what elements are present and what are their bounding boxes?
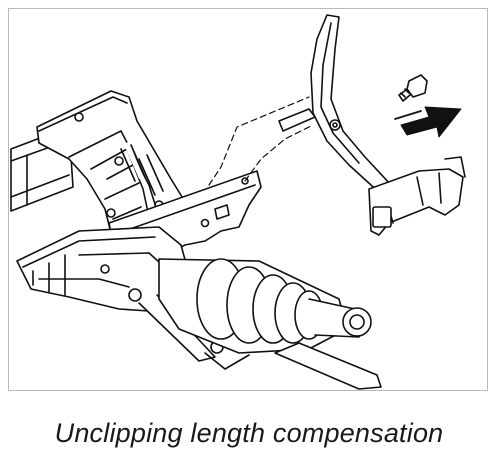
push-direction-arrow	[394, 106, 462, 138]
illustration-frame	[8, 8, 488, 391]
bolt-icon	[398, 74, 428, 102]
steering-column-illustration	[10, 14, 466, 390]
column-housing	[16, 226, 250, 370]
clip-lever	[278, 14, 466, 236]
figure-caption: Unclipping length compensation	[54, 418, 444, 448]
steering-shaft-bellows	[158, 258, 382, 390]
leader-lines	[208, 96, 314, 186]
